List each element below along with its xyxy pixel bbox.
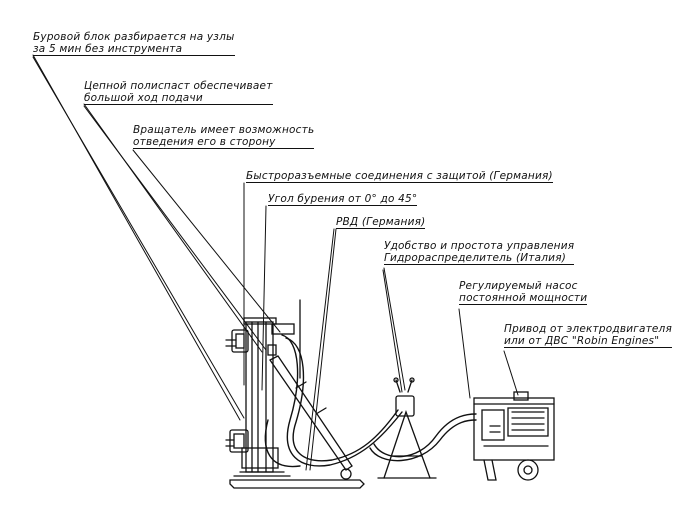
callout-chain-hoist-line2: большой ход подачи bbox=[84, 92, 273, 105]
callout-pump-line2: постоянной мощности bbox=[459, 292, 588, 305]
callout-quick-couplings-line1: Быстроразъемные соединения с защитой (Ге… bbox=[246, 170, 553, 183]
base-sled bbox=[229, 468, 365, 489]
hydraulic-hoses bbox=[264, 334, 477, 468]
callout-chain-hoist-line1: Цепной полиспаст обеспечивает bbox=[84, 80, 273, 92]
callout-control: Удобство и простота управления Гидрорасп… bbox=[384, 240, 575, 265]
callout-disassembly-line1: Буровой блок разбирается на узлы bbox=[33, 31, 235, 43]
rotator-heads bbox=[225, 329, 277, 453]
callout-rotator: Вращатель имеет возможность отведения ег… bbox=[133, 124, 315, 149]
callout-hoses: РВД (Германия) bbox=[336, 216, 426, 229]
callout-rotator-line2: отведения его в сторону bbox=[133, 136, 315, 149]
callout-rotator-line1: Вращатель имеет возможность bbox=[133, 124, 315, 136]
callout-drive-line1: Привод от электродвигателя bbox=[504, 323, 672, 335]
callout-chain-hoist: Цепной полиспаст обеспечивает большой хо… bbox=[84, 80, 273, 105]
callout-control-line1: Удобство и простота управления bbox=[384, 240, 575, 252]
callout-pump: Регулируемый насос постоянной мощности bbox=[459, 280, 588, 305]
callout-pump-line1: Регулируемый насос bbox=[459, 280, 578, 292]
leader-lines bbox=[32, 54, 519, 471]
callout-quick-couplings: Быстроразъемные соединения с защитой (Ге… bbox=[246, 170, 553, 183]
callout-drive-line2: или от ДВС "Robin Engines" bbox=[504, 335, 672, 348]
control-valve-stand bbox=[377, 377, 437, 479]
power-unit bbox=[473, 391, 555, 481]
callout-drive: Привод от электродвигателя или от ДВС "R… bbox=[504, 323, 672, 348]
callout-drilling-angle: Угол бурения от 0° до 45° bbox=[268, 193, 418, 206]
callout-drilling-angle-line1: Угол бурения от 0° до 45° bbox=[268, 193, 418, 206]
callout-disassembly-line2: за 5 мин без инструмента bbox=[33, 43, 235, 56]
callout-control-line2: Гидрораспределитель (Италия) bbox=[384, 252, 575, 265]
callout-hoses-line1: РВД (Германия) bbox=[336, 216, 426, 229]
angle-strut bbox=[269, 299, 353, 471]
callout-disassembly: Буровой блок разбирается на узлы за 5 ми… bbox=[33, 31, 235, 56]
